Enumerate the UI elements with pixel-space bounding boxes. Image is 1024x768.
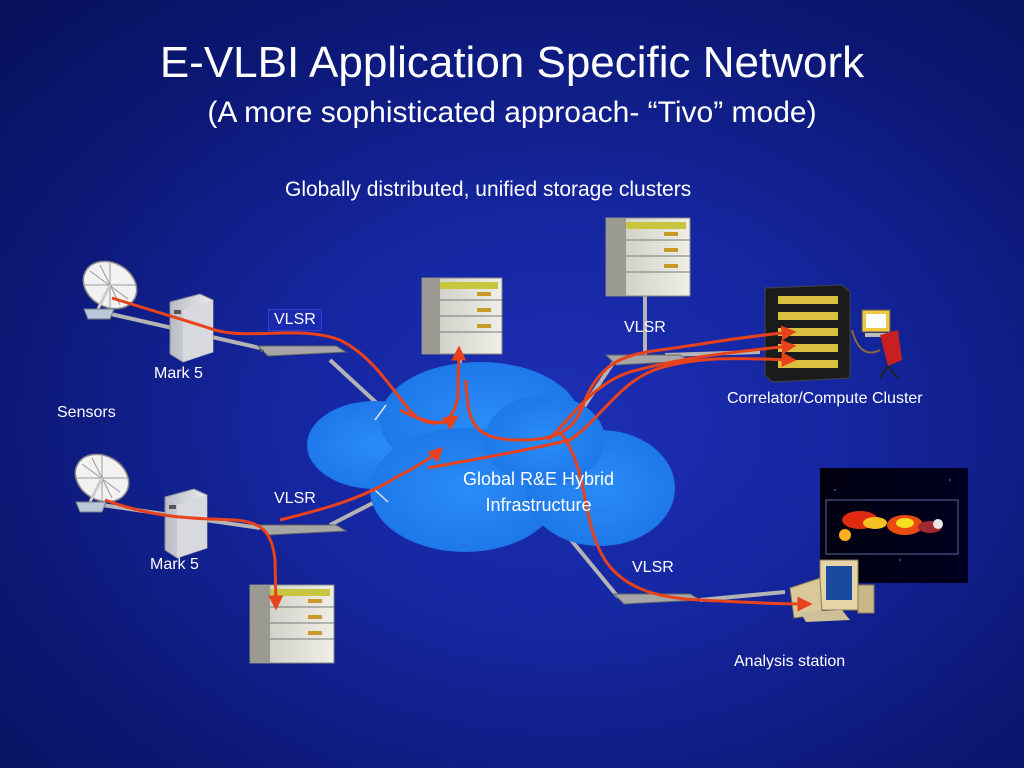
- satellite-dish-icon: [82, 260, 138, 320]
- satellite-dish-icon: [74, 453, 130, 513]
- switch-icon: [256, 345, 348, 357]
- storage-rack-icon: [605, 217, 691, 297]
- analysis-station-label: Analysis station: [734, 653, 846, 670]
- vlsr-bottom-right-label: VLSR: [632, 559, 674, 576]
- storage-rack-icon: [249, 584, 335, 664]
- slide-subtitle: (A more sophisticated approach- “Tivo” m…: [207, 96, 817, 129]
- storage-rack-icon: [421, 277, 503, 355]
- switch-icon: [256, 524, 348, 536]
- radio-image: [820, 468, 968, 583]
- vlsr-top-right-label: VLSR: [624, 319, 666, 336]
- server-tower-icon: [169, 293, 214, 363]
- mark5-top-label: Mark 5: [154, 365, 203, 382]
- server-tower-icon: [164, 488, 208, 559]
- storage-caption: Globally distributed, unified storage cl…: [285, 178, 692, 201]
- vlsr-bottom-left-label: VLSR: [274, 490, 316, 507]
- data-flow-arrows: [104, 296, 813, 612]
- correlator-label: Correlator/Compute Cluster: [727, 390, 923, 407]
- cloud-label: Global R&E Hybrid Infrastructure: [462, 469, 615, 515]
- sensors-label: Sensors: [57, 404, 116, 421]
- vlsr-top-left-label: VLSR: [268, 309, 322, 331]
- slide-title: E-VLBI Application Specific Network: [159, 38, 865, 87]
- mark5-bottom-label: Mark 5: [150, 556, 199, 573]
